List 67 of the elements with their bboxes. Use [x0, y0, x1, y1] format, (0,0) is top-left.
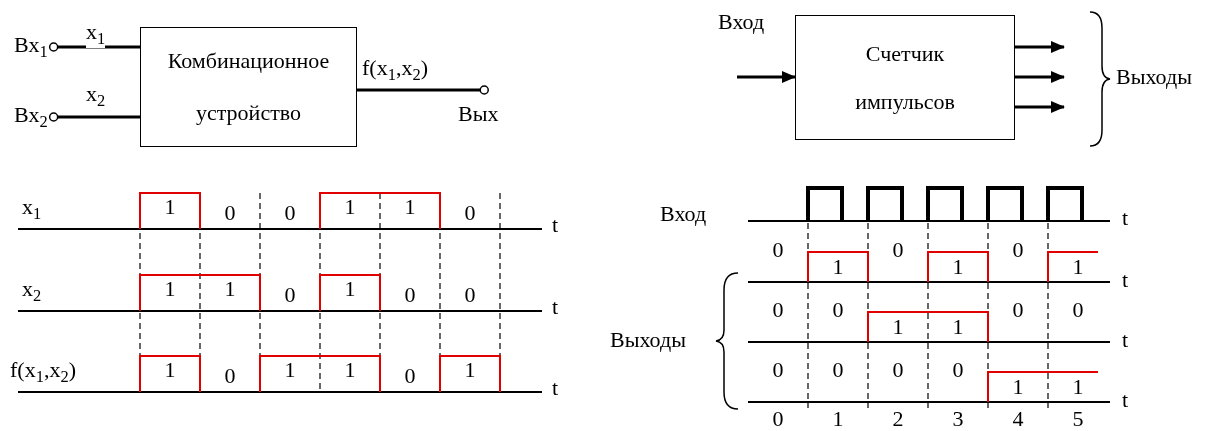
logic-level: 0	[1012, 298, 1024, 323]
terminal-line	[357, 85, 489, 95]
logic-level: 1	[832, 255, 844, 280]
logic-level: 1	[164, 277, 176, 302]
logic-level: 0	[404, 283, 416, 308]
tick-label: 1	[832, 407, 844, 431]
tick-label: 5	[1072, 407, 1084, 431]
logic-level: 1	[344, 277, 356, 302]
logic-level: 0	[224, 201, 236, 226]
tick-label: 2	[892, 407, 904, 431]
logic-level: 0	[284, 283, 296, 308]
logic-level: 0	[224, 364, 236, 389]
counter-block: Счетчик импульсов	[795, 15, 1015, 140]
terminal-line	[48, 112, 140, 122]
logic-level: 0	[772, 358, 784, 383]
time-label: t	[552, 295, 559, 320]
logic-block: Комбинационное устройство	[140, 27, 357, 147]
signal-name: x$_{1}$	[22, 195, 42, 224]
signal-name: f(x$_{1}$,x$_{2}$)	[10, 358, 76, 387]
logic-level: 0	[404, 364, 416, 389]
arrow	[1015, 41, 1065, 53]
terminal-line	[48, 42, 140, 52]
logic-level: 1	[344, 358, 356, 383]
logic-level: 0	[464, 201, 476, 226]
logic-level: 1	[1072, 255, 1084, 280]
time-label: t	[1122, 206, 1129, 231]
logic-level: 1	[1072, 375, 1084, 400]
logic-level: 0	[832, 298, 844, 323]
logic-level: 1	[464, 358, 476, 383]
group-label: Выходы	[1116, 65, 1192, 90]
logic-level: 1	[164, 195, 176, 220]
output-label: Вых	[458, 102, 499, 127]
logic-level: 1	[284, 358, 296, 383]
logic-level: 0	[772, 298, 784, 323]
tick-label: 4	[1012, 407, 1024, 431]
logic-level: 0	[464, 283, 476, 308]
logic-level: 0	[832, 358, 844, 383]
time-label: t	[1122, 268, 1129, 293]
logic-level: 0	[1012, 238, 1024, 263]
signal-name: x$_{2}$	[22, 277, 42, 306]
arrow	[1015, 71, 1065, 83]
logic-level: 0	[284, 201, 296, 226]
arrow	[737, 71, 796, 83]
signal-name: Вход	[660, 202, 707, 227]
logic-level: 0	[952, 358, 964, 383]
logic-level: 0	[772, 238, 784, 263]
logic-level: 1	[404, 195, 416, 220]
logic-level: 1	[164, 358, 176, 383]
logic-level: 1	[892, 315, 904, 340]
logic-level: 1	[952, 315, 964, 340]
logic-level: 0	[892, 358, 904, 383]
input-label: Вх$_{1}$	[14, 33, 48, 62]
tick-label: 3	[952, 407, 964, 431]
input-label: Вх$_{2}$	[14, 103, 48, 132]
logic-level: 0	[1072, 298, 1084, 323]
time-label: t	[1122, 388, 1129, 413]
logic-level: 1	[1012, 375, 1024, 400]
logic-level: 0	[892, 238, 904, 263]
time-label: t	[1122, 328, 1129, 353]
arrow	[1015, 101, 1065, 113]
logic-level: 1	[224, 277, 236, 302]
group-label: Выходы	[610, 328, 686, 353]
time-label: t	[552, 376, 559, 401]
logic-level: 1	[952, 255, 964, 280]
time-label: t	[552, 213, 559, 238]
tick-label: 0	[772, 407, 784, 431]
logic-level: 1	[344, 195, 356, 220]
